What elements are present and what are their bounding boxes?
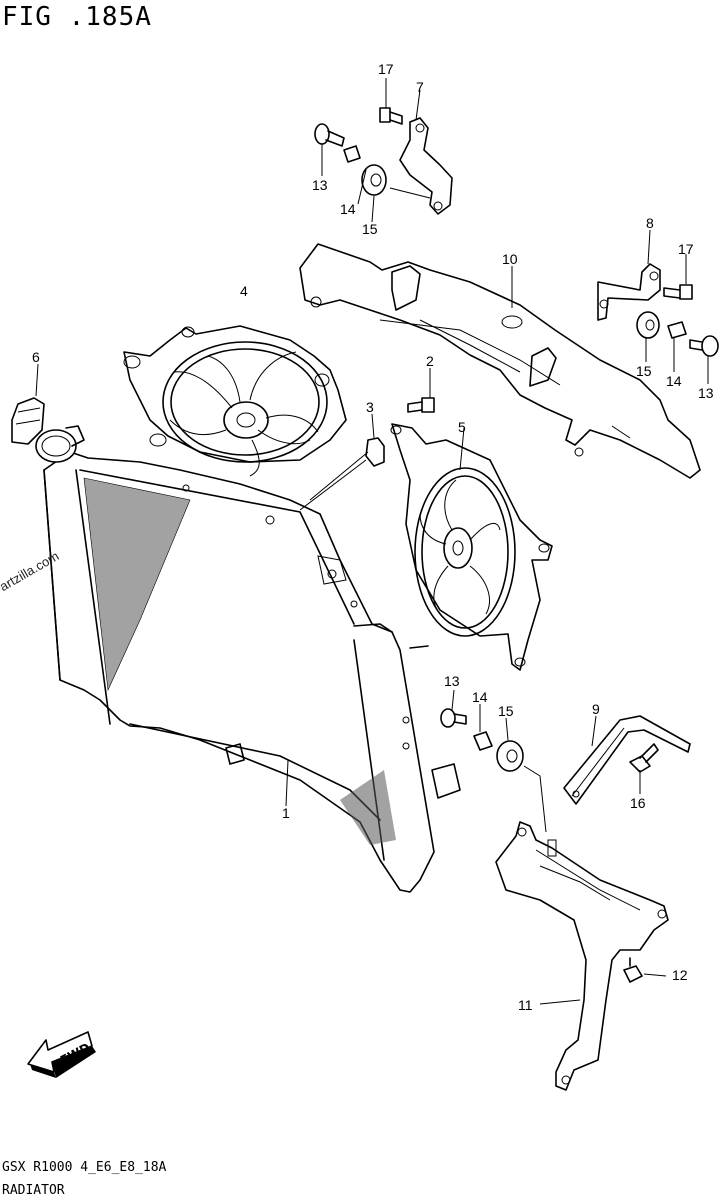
callout-7[interactable]: 7	[416, 79, 424, 95]
callout-17[interactable]: 17	[678, 241, 694, 257]
bolt-17-top	[379, 107, 403, 125]
callout-14[interactable]: 14	[340, 201, 356, 217]
callout-17[interactable]: 17	[378, 61, 394, 77]
callout-11[interactable]: 11	[518, 997, 533, 1013]
bolt-13-lower	[440, 708, 467, 728]
bolt-13-top	[314, 123, 345, 147]
callout-3[interactable]: 3	[366, 399, 374, 415]
fwd-arrow-icon: FWD	[27, 1031, 96, 1078]
bolt-16	[629, 743, 659, 773]
bracket-7	[399, 117, 453, 215]
bolt-13-right	[689, 335, 719, 357]
leader-lines	[35, 78, 709, 1005]
callout-1[interactable]: 1	[282, 805, 290, 821]
bolt-2	[407, 397, 435, 413]
fan-cover-10	[299, 243, 701, 479]
collar-14-top	[343, 145, 361, 163]
callout-13[interactable]: 13	[444, 673, 460, 689]
grommet-15-right	[636, 311, 660, 339]
radiator-cap-6	[11, 397, 45, 445]
fan-assembly-5	[390, 423, 553, 671]
bracket-11	[495, 821, 669, 1091]
collar-14-lower	[473, 731, 493, 751]
radiator-core-mesh	[83, 477, 396, 845]
callout-15[interactable]: 15	[636, 363, 652, 379]
callout-10[interactable]: 10	[502, 251, 518, 267]
bracket-8	[597, 263, 661, 321]
grommet-15-lower	[496, 740, 547, 833]
bolt-17-right	[663, 284, 693, 300]
callout-9[interactable]: 9	[592, 701, 600, 717]
nut-12	[623, 957, 643, 983]
clip-3	[299, 437, 385, 511]
callout-15[interactable]: 15	[362, 221, 378, 237]
figure-title: FIG .185A	[2, 2, 152, 32]
callout-5[interactable]: 5	[458, 419, 466, 435]
callout-12[interactable]: 12	[672, 967, 688, 983]
callout-4[interactable]: 4	[240, 283, 248, 299]
grommet-15-top	[361, 164, 431, 199]
bracket-9	[563, 715, 691, 805]
callout-2[interactable]: 2	[426, 353, 434, 369]
callout-6[interactable]: 6	[32, 349, 40, 365]
callout-13[interactable]: 13	[698, 385, 714, 401]
fan-assembly-4	[123, 325, 347, 477]
radiator-1	[35, 425, 461, 893]
collar-14-right	[667, 321, 687, 339]
callout-8[interactable]: 8	[646, 215, 654, 231]
callout-14[interactable]: 14	[666, 373, 682, 389]
callout-15[interactable]: 15	[498, 703, 514, 719]
callout-13[interactable]: 13	[312, 177, 328, 193]
diagram-code: GSX R1000 4_E6_E8_18A	[2, 1160, 167, 1175]
callout-16[interactable]: 16	[630, 795, 646, 811]
diagram-name: RADIATOR	[2, 1183, 65, 1198]
callout-14[interactable]: 14	[472, 689, 488, 705]
